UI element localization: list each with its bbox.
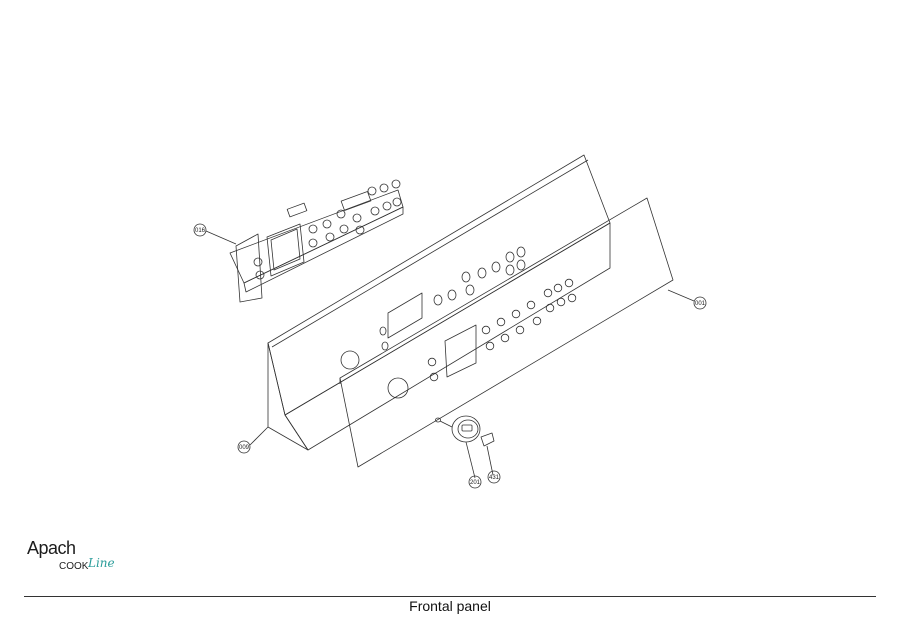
front-panel [339,197,674,468]
brand-logo: Apach COOK Line [27,538,127,578]
callout-016-label: 016 [195,228,206,234]
exploded-diagram: 016 001 009 201 431 [193,154,707,489]
logo-brand: Apach [27,538,76,558]
small-part [480,432,495,447]
callout-016 [193,223,207,237]
footer-divider [24,596,876,597]
callout-431 [487,470,501,484]
logo-line: Line [88,556,115,570]
callout-201 [468,475,482,489]
callout-431-label: 431 [489,475,500,481]
rear-housing [267,154,611,451]
callout-009-label: 009 [239,445,250,451]
callout-009 [237,440,251,454]
callout-001-label: 001 [695,301,706,307]
page-caption: Frontal panel [409,598,491,614]
control-board [229,179,404,303]
logo-sub: COOK [59,561,89,572]
knob [435,415,481,443]
leader-lines [205,230,695,479]
callout-201-label: 201 [470,480,481,486]
board-buttons [253,179,402,280]
callout-001 [693,296,707,310]
